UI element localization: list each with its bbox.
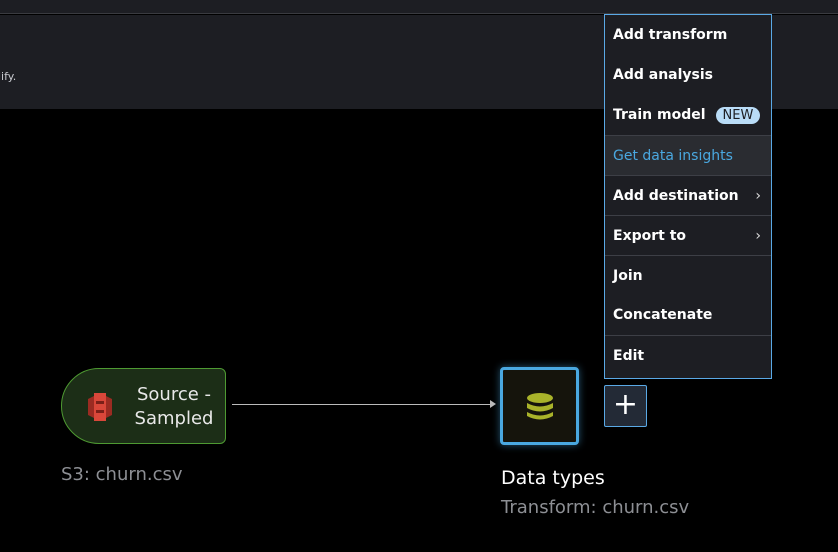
- arrow-head-icon: [490, 400, 496, 408]
- menu-item-label: Edit: [613, 347, 645, 364]
- transform-caption: Transform: churn.csv: [501, 497, 690, 518]
- menu-item-label: Get data insights: [613, 147, 733, 164]
- menu-item-add-destination[interactable]: Add destination ›: [605, 175, 771, 215]
- s3-bucket-icon: [88, 393, 112, 421]
- top-bar: [0, 0, 838, 14]
- menu-item-add-transform[interactable]: Add transform: [605, 15, 771, 55]
- menu-item-label: Join: [613, 267, 643, 284]
- menu-item-label: Train model: [613, 107, 706, 123]
- menu-item-join[interactable]: Join: [605, 255, 771, 295]
- menu-item-label: Export to: [613, 227, 687, 244]
- new-badge: NEW: [715, 106, 761, 124]
- source-caption: S3: churn.csv: [61, 464, 183, 485]
- menu-item-edit[interactable]: Edit: [605, 335, 771, 375]
- data-types-label: Data types: [501, 467, 605, 489]
- add-step-button[interactable]: +: [604, 385, 647, 427]
- menu-item-concatenate[interactable]: Concatenate: [605, 295, 771, 335]
- flow-edge: [232, 404, 494, 405]
- menu-item-get-data-insights[interactable]: Get data insights: [605, 135, 771, 175]
- menu-item-add-analysis[interactable]: Add analysis: [605, 55, 771, 95]
- menu-item-label: Add transform: [613, 27, 728, 43]
- chevron-right-icon: ›: [755, 227, 761, 244]
- source-node-label: Source - Sampled: [134, 384, 214, 429]
- menu-item-export-to[interactable]: Export to ›: [605, 215, 771, 255]
- menu-item-label: Concatenate: [613, 307, 713, 323]
- menu-item-label: Add destination: [613, 187, 739, 204]
- database-icon: [527, 393, 553, 420]
- source-node[interactable]: Source - Sampled: [61, 368, 226, 444]
- data-types-node[interactable]: [500, 367, 579, 445]
- menu-item-train-model[interactable]: Train model NEW: [605, 95, 771, 135]
- chevron-right-icon: ›: [755, 187, 761, 204]
- add-step-menu: Add transform Add analysis Train model NE…: [604, 14, 772, 379]
- panel-text: lify.: [0, 70, 17, 83]
- plus-icon: +: [612, 387, 639, 422]
- menu-item-label: Add analysis: [613, 67, 714, 83]
